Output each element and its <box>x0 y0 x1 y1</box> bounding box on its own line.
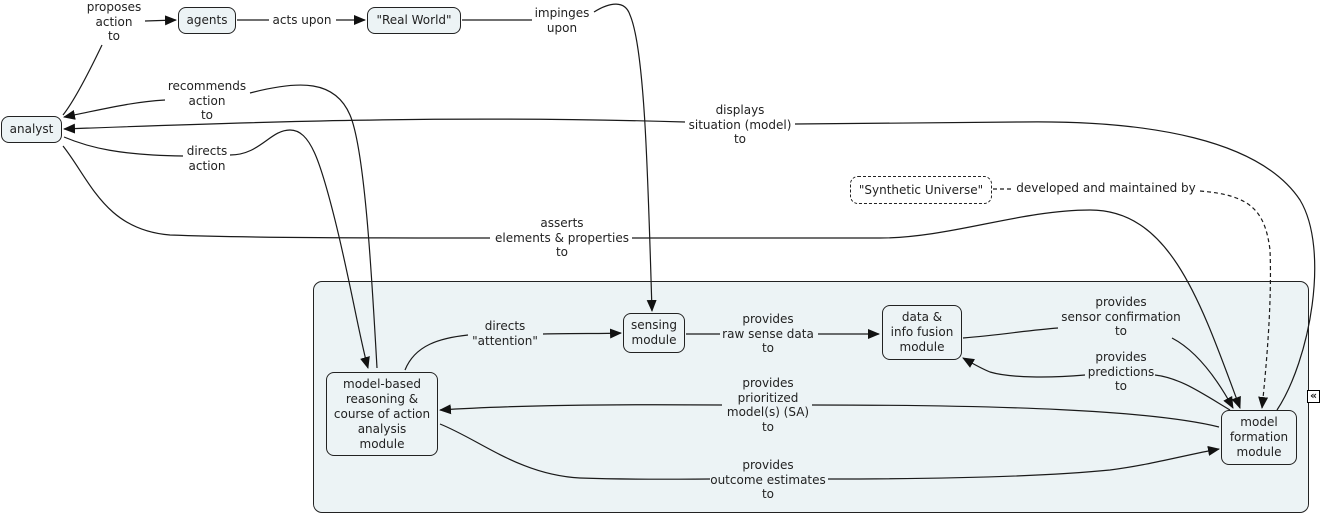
line-displays-analyst <box>63 118 686 134</box>
line-analyst-proposes <box>62 44 103 116</box>
node-real-world[interactable]: "Real World" <box>367 7 461 34</box>
node-sensing-module[interactable]: sensing module <box>623 313 685 353</box>
link-developed-and-maintained-by[interactable]: developed and maintained by <box>1016 181 1196 195</box>
line-impinges-sensing <box>593 3 657 312</box>
node-agents[interactable]: agents <box>178 7 236 34</box>
link-proposes-action-to[interactable]: proposes action to <box>86 0 142 43</box>
link-provides-predictions-to[interactable]: provides predictions to <box>1087 350 1155 393</box>
line-proposes-agents <box>144 15 177 26</box>
link-acts-upon[interactable]: acts upon <box>272 13 332 27</box>
line-modelformation-prioritized <box>811 404 1220 428</box>
link-recommends-action-to[interactable]: recommends action to <box>167 79 247 122</box>
collapse-icon[interactable]: « <box>1307 390 1320 403</box>
line-analyst-asserts <box>62 145 491 239</box>
line-modelformation-predictions <box>1154 374 1231 411</box>
node-model-formation-module[interactable]: model formation module <box>1221 410 1297 465</box>
link-directs-action[interactable]: directs action <box>186 144 228 173</box>
line-recommends-analyst <box>63 99 166 120</box>
link-provides-outcome-estimates-to[interactable]: provides outcome estimates to <box>710 458 826 501</box>
link-displays-situation-to[interactable]: displays situation (model) to <box>688 103 792 146</box>
line-fusion-confirmation <box>962 327 1059 339</box>
line-outcome-modelformation <box>827 445 1220 480</box>
system-group-panel <box>313 281 1309 513</box>
line-reasoning-recommends <box>249 84 378 369</box>
line-attention-sensing <box>542 328 622 339</box>
link-directs-attention[interactable]: directs "attention" <box>472 319 538 348</box>
line-reasoning-outcome <box>439 423 711 480</box>
line-directs-reasoning <box>229 129 370 369</box>
node-analyst[interactable]: analyst <box>1 116 62 143</box>
link-impinges-upon[interactable]: impinges upon <box>534 6 590 35</box>
node-synthetic-universe[interactable]: "Synthetic Universe" <box>850 176 992 204</box>
link-provides-prioritized-models-to[interactable]: provides prioritized model(s) (SA) to <box>726 376 810 434</box>
line-analyst-directs <box>63 136 184 157</box>
line-asserts-modelformation <box>632 209 1241 409</box>
node-reasoning-module[interactable]: model-based reasoning & course of action… <box>326 372 438 456</box>
line-predictions-fusion <box>962 357 1086 378</box>
line-modelformation-displays <box>794 121 1316 411</box>
node-fusion-module[interactable]: data & info fusion module <box>882 305 962 360</box>
line-prioritized-reasoning <box>439 404 723 415</box>
line-reasoning-directs-attention <box>404 334 469 371</box>
link-asserts-elements-to[interactable]: asserts elements & properties to <box>495 216 629 259</box>
link-provides-raw-sense-data-to[interactable]: provides raw sense data to <box>722 312 814 355</box>
line-developed-modelformation <box>1199 190 1272 409</box>
line-confirmation-modelformation <box>1171 337 1234 409</box>
link-provides-sensor-confirmation-to[interactable]: provides sensor confirmation to <box>1061 295 1181 338</box>
